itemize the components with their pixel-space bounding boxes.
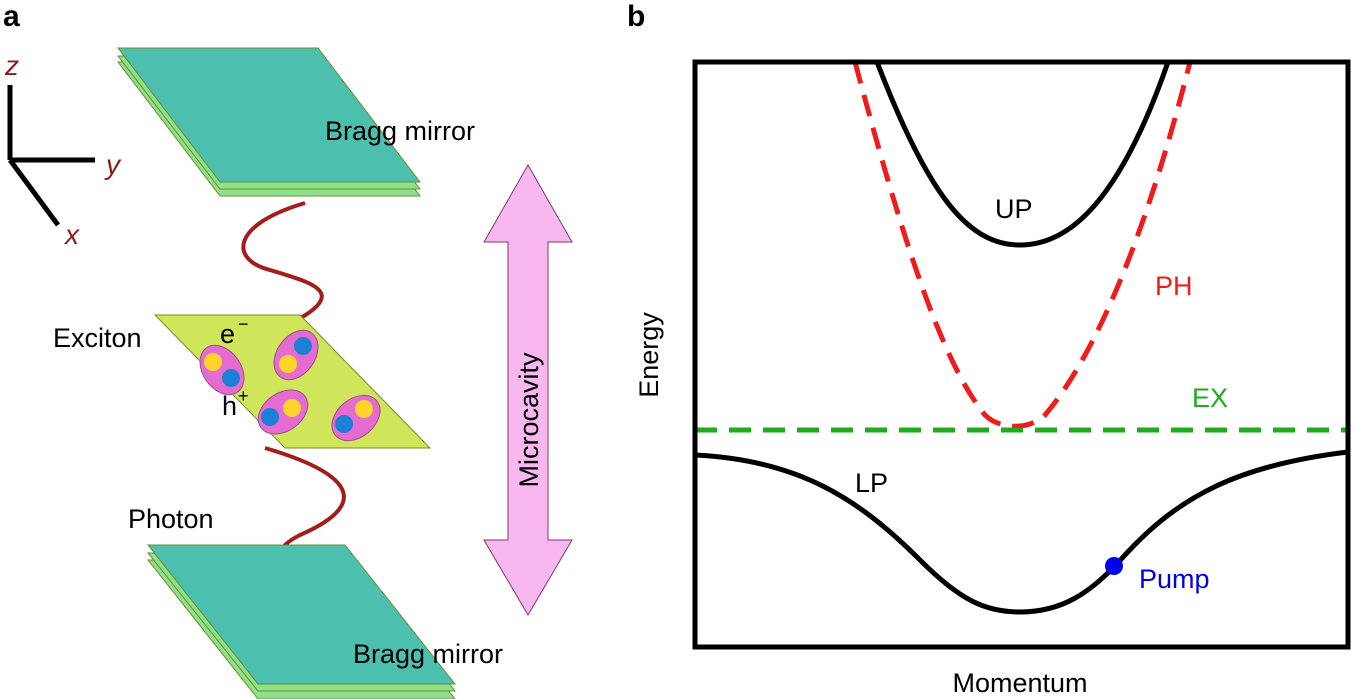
- up-label: UP: [995, 194, 1033, 224]
- lp-label: LP: [855, 468, 888, 498]
- exciton-pair: [199, 344, 245, 396]
- ph-label: PH: [1155, 271, 1193, 301]
- ph-curve: [852, 62, 1193, 429]
- panel-a-letter: a: [3, 0, 20, 33]
- top-mirror-label: Bragg mirror: [325, 116, 475, 146]
- svg-text:+: +: [238, 386, 249, 406]
- microcavity-label: Microcavity: [514, 352, 544, 488]
- axes-icon: z y x: [4, 50, 122, 250]
- exciton-pair: [273, 329, 319, 381]
- photon-label: Photon: [128, 504, 214, 534]
- svg-text:h: h: [222, 391, 237, 421]
- z-axis-label: z: [4, 50, 19, 81]
- y-axis-title: Energy: [634, 312, 664, 398]
- lp-curve: [695, 449, 1348, 615]
- pump-label: Pump: [1139, 564, 1210, 594]
- photon-wave-top: [241, 201, 324, 340]
- up-curve: [874, 62, 1171, 248]
- hole-label: h +: [222, 386, 249, 421]
- bottom-mirror-label: Bragg mirror: [353, 639, 503, 669]
- x-axis-line: [7, 158, 61, 227]
- exciton-pair: [257, 389, 309, 435]
- microcavity-arrow: [483, 163, 573, 616]
- panel-b-letter: b: [627, 0, 645, 33]
- top-bragg-mirror: [116, 47, 422, 197]
- electron-label: e −: [220, 314, 249, 349]
- panel-b: b UP PH EX LP Pump Momentum Energy: [627, 0, 1351, 698]
- pump-point: [1105, 557, 1123, 575]
- y-axis-label: y: [104, 149, 122, 180]
- ex-label: EX: [1192, 383, 1228, 413]
- plot-area: [695, 62, 1348, 615]
- x-axis-label: x: [63, 219, 80, 250]
- plot-frame: [692, 59, 1351, 650]
- bottom-bragg-mirror: [146, 544, 457, 699]
- x-axis-title: Momentum: [952, 668, 1087, 698]
- svg-text:e: e: [220, 319, 235, 349]
- panel-a: a z y x Bragg mirror: [3, 0, 573, 699]
- svg-text:−: −: [238, 314, 249, 334]
- exciton-label: Exciton: [53, 323, 142, 353]
- exciton-pair: [331, 394, 381, 442]
